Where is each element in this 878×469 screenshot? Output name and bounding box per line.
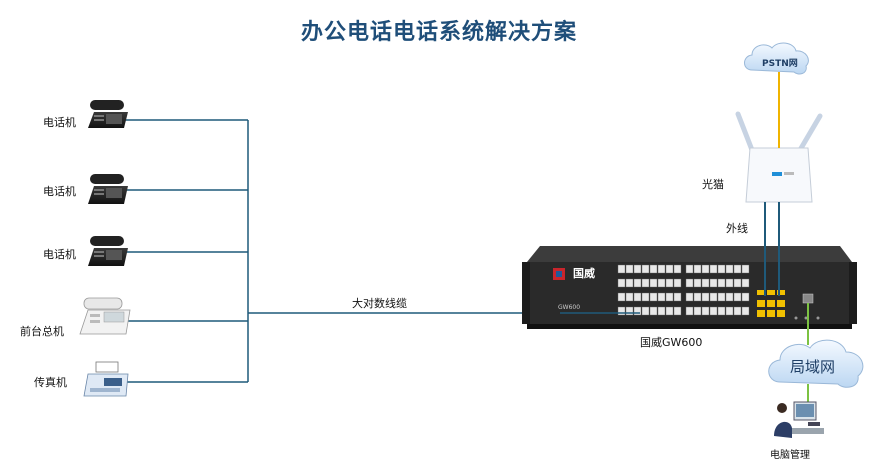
- modem-icon: [735, 111, 823, 203]
- gateway-port: [633, 264, 642, 274]
- gateway-port: [725, 278, 734, 288]
- gateway-port: [617, 278, 626, 288]
- gateway-port: [717, 264, 726, 274]
- pc-admin-icon: [774, 401, 824, 438]
- gateway-port: [625, 264, 634, 274]
- pc-admin-label: 电脑管理: [770, 450, 810, 461]
- modem-label: 光猫: [702, 178, 724, 191]
- gateway-port: [741, 278, 750, 288]
- gateway-port: [633, 306, 642, 316]
- gateway-port: [733, 278, 742, 288]
- gateway-port: [633, 278, 642, 288]
- gateway-port: [693, 278, 702, 288]
- external-line-label: 外线: [726, 222, 748, 235]
- gateway-model-mark: GW600: [558, 304, 581, 311]
- gateway-port: [693, 306, 702, 316]
- gateway-port: [725, 306, 734, 316]
- gateway-port: [641, 278, 650, 288]
- gateway-port: [625, 306, 634, 316]
- front-desk-label: 前台总机: [20, 325, 64, 338]
- gateway-port: [717, 306, 726, 316]
- gateway-port: [673, 278, 682, 288]
- gateway-port: [641, 306, 650, 316]
- gateway-port: [733, 306, 742, 316]
- gateway-port: [649, 306, 658, 316]
- gateway-port: [741, 292, 750, 302]
- trunk-cable-label: 大对数线缆: [352, 297, 407, 310]
- gateway-port: [665, 264, 674, 274]
- gateway-port: [649, 292, 658, 302]
- gateway-port: [693, 292, 702, 302]
- gateway-port: [717, 292, 726, 302]
- gateway-brand-mark: 国威: [573, 267, 595, 280]
- gateway-port: [709, 306, 718, 316]
- diagram-title: 办公电话电话系统解决方案: [300, 20, 577, 45]
- gateway-port: [717, 278, 726, 288]
- pstn-label: PSTN网: [762, 59, 798, 69]
- gateway-port: [617, 264, 626, 274]
- gateway-port: [657, 292, 666, 302]
- gateway-port: [733, 264, 742, 274]
- lan-label: 局域网: [790, 358, 836, 376]
- gateway-port: [625, 278, 634, 288]
- gateway-port: [673, 264, 682, 274]
- phone-3-label: 电话机: [43, 248, 76, 261]
- external-line-wiring: [764, 202, 780, 296]
- gateway-port: [725, 292, 734, 302]
- gateway-port: [733, 292, 742, 302]
- gateway-port: [701, 264, 710, 274]
- gateway-port: [741, 264, 750, 274]
- gateway-port: [693, 264, 702, 274]
- gateway-port: [709, 292, 718, 302]
- gateway-port: [725, 264, 734, 274]
- gateway-port: [685, 292, 694, 302]
- gateway-port: [665, 278, 674, 288]
- phone-2-label: 电话机: [43, 185, 76, 198]
- phone-icon: [88, 236, 128, 266]
- gateway-port: [625, 292, 634, 302]
- gateway-port: [657, 306, 666, 316]
- phone-1-label: 电话机: [43, 116, 76, 129]
- gateway-port: [741, 306, 750, 316]
- gateway-port: [641, 292, 650, 302]
- gateway-port: [617, 292, 626, 302]
- gateway-port: [701, 278, 710, 288]
- gateway-port: [641, 264, 650, 274]
- gateway-label: 国威GW600: [640, 336, 703, 349]
- fax-icon: [83, 361, 129, 397]
- gateway-port: [665, 292, 674, 302]
- phone-icon: [88, 100, 128, 128]
- gateway-port: [701, 292, 710, 302]
- gateway-port: [685, 264, 694, 274]
- gateway-port: [657, 278, 666, 288]
- gateway-port: [685, 278, 694, 288]
- gateway-device-icon: [522, 246, 857, 329]
- gateway-port: [649, 264, 658, 274]
- pstn-cloud-icon: [744, 42, 809, 75]
- gateway-port: [673, 292, 682, 302]
- fax-label: 传真机: [34, 376, 67, 389]
- gateway-port: [673, 306, 682, 316]
- lan-cloud-icon: [768, 339, 864, 388]
- gateway-port: [701, 306, 710, 316]
- gateway-port: [709, 278, 718, 288]
- gateway-port: [685, 306, 694, 316]
- gateway-port: [657, 264, 666, 274]
- gateway-port: [665, 306, 674, 316]
- gateway-port: [709, 264, 718, 274]
- front-desk-phone-icon: [79, 297, 131, 335]
- gateway-port: [617, 306, 626, 316]
- gateway-port: [649, 278, 658, 288]
- phone-icon: [88, 174, 128, 204]
- gateway-port: [633, 292, 642, 302]
